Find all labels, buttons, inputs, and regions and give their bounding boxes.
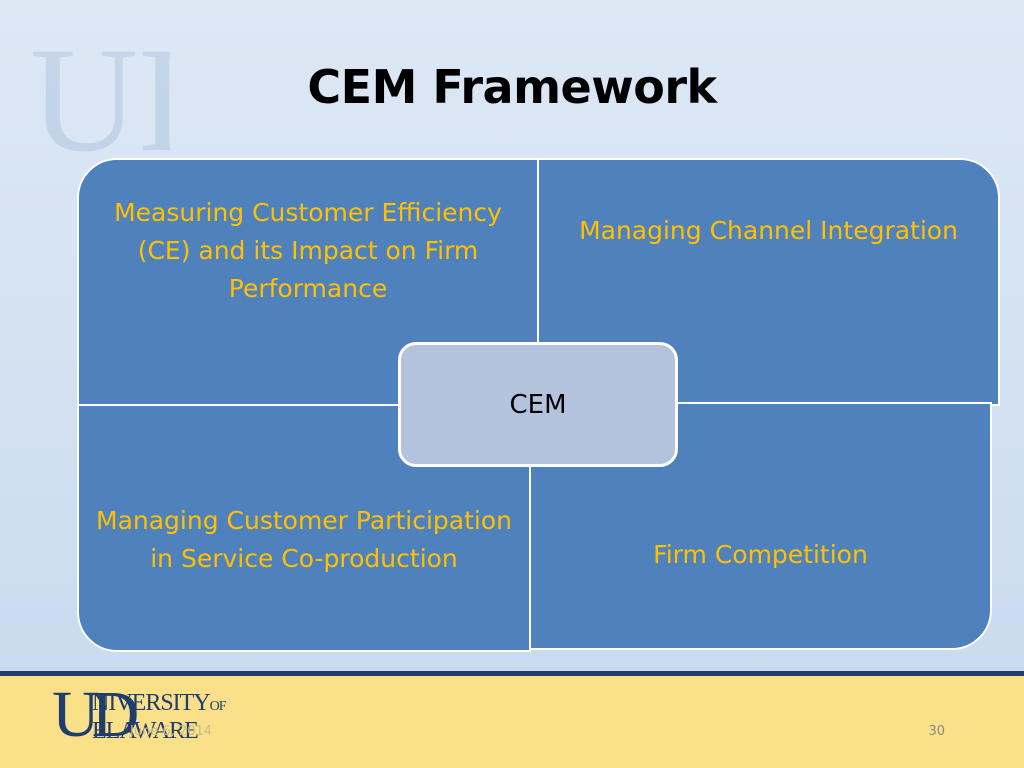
logo-line-2: ELAWARE — [92, 718, 199, 744]
slide-date: June 6, 2014 — [130, 724, 213, 739]
logo-initials: UD — [52, 678, 139, 751]
center-label: CEM — [509, 389, 567, 420]
watermark-text: UD — [30, 20, 170, 180]
page-number: 30 — [928, 724, 945, 739]
quadrant-bottom-left: Managing Customer Participation in Servi… — [77, 404, 531, 652]
quadrant-top-right: Managing Channel Integration — [537, 158, 1000, 406]
center-cem-box: CEM — [398, 342, 678, 467]
quadrant-top-left-text: Measuring Customer Efficiency (CE) and i… — [114, 198, 502, 303]
quadrant-bottom-right: Firm Competition — [529, 402, 992, 650]
logo-of-text: OF — [209, 699, 227, 714]
footer-band — [0, 676, 1024, 768]
quadrant-top-right-text: Managing Channel Integration — [579, 216, 958, 245]
quadrant-bottom-left-text: Managing Customer Participation in Servi… — [96, 506, 512, 573]
ud-watermark-logo: UD — [30, 20, 170, 180]
slide-title: CEM Framework — [307, 60, 717, 114]
logo-line-1: NIVERSITYOF — [92, 690, 227, 717]
university-logo: UD NIVERSITYOF ELAWARE — [52, 682, 227, 758]
logo-university-text: NIVERSITY — [92, 690, 211, 716]
quadrant-top-left: Measuring Customer Efficiency (CE) and i… — [77, 158, 539, 406]
footer-divider — [0, 671, 1024, 676]
quadrant-bottom-right-text: Firm Competition — [653, 540, 868, 569]
